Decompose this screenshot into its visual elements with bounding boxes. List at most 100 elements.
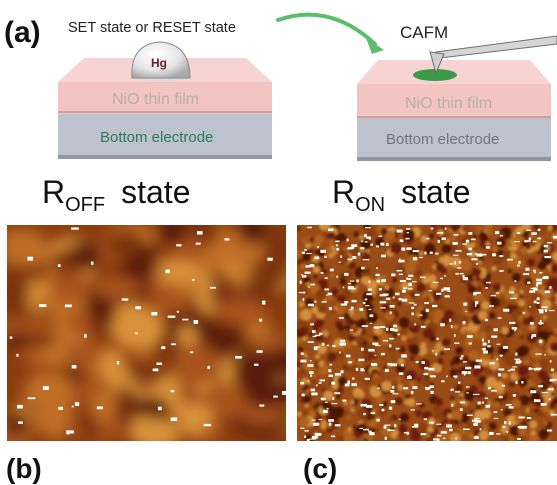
afm-highlight [475,301,479,305]
afm-highlight [310,388,315,392]
afm-highlight [347,247,353,250]
afm-grain [512,257,524,269]
afm-grain [405,369,417,381]
afm-highlight [515,362,521,364]
afm-highlight [318,382,322,384]
afm-highlight [328,374,333,377]
afm-grain [512,398,521,408]
afm-highlight [463,302,468,306]
afm-highlight [307,364,314,367]
afm-highlight [433,438,439,441]
afm-highlight [191,279,195,281]
afm-grain [352,425,357,430]
afm-grain [467,282,473,288]
afm-grain [468,250,476,258]
afm-grain [337,387,344,394]
afm-highlight [462,243,467,245]
afm-highlight [499,235,503,237]
afm-grain [350,363,360,374]
afm-highlight [363,428,369,431]
afm-highlight [135,332,138,335]
device-stack-right: NiO thin film Bottom electrode [357,35,557,161]
afm-highlight [364,234,367,238]
afm-highlight [387,363,392,366]
afm-grain [314,353,321,359]
afm-highlight [336,275,339,278]
afm-highlight [474,417,480,420]
afm-grain [305,242,312,249]
afm-grain [362,291,374,303]
afm-grain [304,395,312,403]
afm-highlight [360,368,364,372]
afm-highlight [510,368,515,371]
afm-grain [158,225,190,244]
afm-highlight [351,244,358,247]
afm-highlight [378,235,382,237]
afm-highlight [537,237,542,240]
afm-highlight [347,286,354,290]
afm-highlight [406,431,409,435]
afm-highlight [536,283,539,287]
afm-highlight [516,232,521,234]
afm-highlight [321,342,325,346]
afm-highlight [485,318,489,322]
afm-highlight [331,381,336,385]
afm-highlight [514,280,517,282]
afm-highlight [344,302,347,305]
afm-grain [423,327,434,339]
afm-highlight [165,269,170,274]
afm-highlight [325,294,328,296]
afm-grain [458,396,463,401]
afm-highlight [368,308,372,310]
afm-grain [365,227,376,238]
afm-grain [343,410,349,416]
afm-highlight [539,321,542,325]
afm-highlight [18,421,23,424]
afm-highlight [303,291,305,294]
afm-highlight [455,391,461,393]
afm-highlight [550,378,557,381]
afm-highlight [495,231,500,235]
afm-highlight [267,257,273,261]
afm-highlight [66,431,70,435]
afm-grain [172,345,217,387]
afm-highlight [309,371,314,374]
afm-highlight [450,325,453,329]
afm-grain [337,325,344,331]
afm-highlight [374,355,377,357]
afm-highlight [542,277,546,279]
afm-highlight [327,292,333,296]
afm-highlight [384,368,389,372]
afm-highlight [347,258,353,261]
afm-grain [320,366,329,375]
afm-highlight [365,227,371,229]
afm-highlight [441,237,446,240]
hg-label: Hg [151,56,167,70]
afm-grain [523,359,530,366]
afm-highlight [507,369,511,372]
afm-highlight [455,272,459,275]
afm-grain [488,296,500,308]
afm-highlight [386,297,391,300]
afm-grain [481,277,491,286]
afm-highlight [71,365,77,369]
afm-highlight [488,340,490,343]
afm-highlight [506,258,513,261]
afm-highlight [391,273,396,277]
afm-highlight [312,330,316,333]
afm-highlight [493,328,498,332]
afm-grain [300,309,312,321]
afm-highlight [359,308,364,311]
afm-grain [517,315,524,321]
afm-highlight [491,390,497,392]
afm-highlight [152,368,159,372]
afm-highlight [473,393,480,395]
afm-highlight [536,278,542,282]
afm-highlight [301,393,305,397]
afm-highlight [340,339,346,342]
afm-grain [459,315,469,324]
afm-highlight [338,261,341,263]
afm-grain [453,355,462,365]
afm-highlight [526,229,532,231]
